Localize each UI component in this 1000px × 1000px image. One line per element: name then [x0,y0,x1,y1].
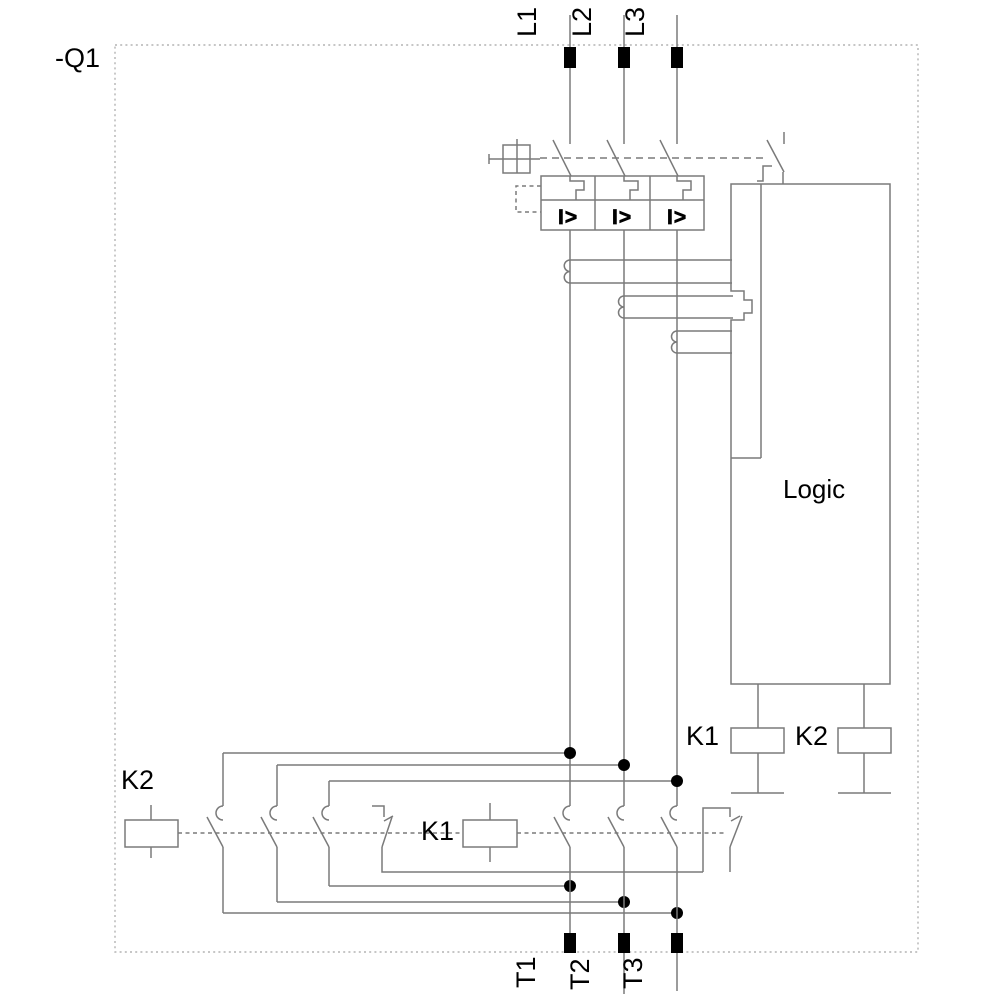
k1-aux-contact [702,807,743,872]
terminal-block-t3 [671,933,683,953]
k1-contactor-label: K1 [421,816,455,846]
k1-main-contact-1 [553,805,571,848]
device-tag-label: -Q1 [55,43,101,73]
phase-lines-middle [569,230,678,806]
arc-chute-icon [269,805,278,821]
load-label-t1: T1 [511,956,541,988]
logic-unit-box [730,183,891,728]
k1-main-contact-2 [607,805,625,848]
terminal-block-t2 [618,933,630,953]
breaker-trip-box [540,175,705,231]
k1-output-coil-label: K1 [686,721,720,751]
k1-mid-coil-box [462,819,518,848]
current-transformer-l3 [670,330,732,354]
k2-main-contact-3 [312,781,330,886]
k2-output-coil [837,727,892,794]
overcurrent-symbol-3: I> [667,206,687,229]
breaker-aux-contact [757,132,785,184]
arc-chute-icon [321,805,330,821]
load-terminal-t1 [564,847,576,953]
reversing-cross-wires [223,752,677,914]
k2-main-contact-2 [260,765,278,902]
thermal-overload-icon [623,176,639,200]
k1-main-branch [462,803,743,872]
k2-aux-contact [372,805,703,873]
overcurrent-symbol-1: I> [558,206,578,229]
logic-label: Logic [783,474,846,504]
load-terminal-t2 [618,847,630,994]
k2-left-coil-box [124,819,179,848]
k2-coil-box [837,727,892,754]
load-label-t2: T2 [565,958,595,990]
supply-label-l2: L2 [567,6,597,37]
breaker-pole-contacts [552,139,679,177]
junction-dot [618,759,630,771]
arc-chute-icon [616,805,625,821]
logic-outline [730,183,891,685]
ct-winding-icon [563,259,571,284]
junction-dot [671,775,683,787]
supply-label-l3: L3 [620,6,650,37]
k1-output-coil [730,727,785,794]
arc-chute-icon [669,805,678,821]
k2-reversing-branch [124,752,727,914]
k2-contactor-label: K2 [121,765,155,795]
terminal-block-l2 [618,47,630,68]
current-transformer-l1 [563,259,732,284]
arc-chute-icon [215,805,224,821]
current-transformer-l2 [617,295,733,319]
supply-terminal-l3 [671,15,683,144]
junction-dot [564,747,576,759]
load-terminal-t3 [671,847,683,991]
supply-label-l1: L1 [512,6,542,37]
supply-terminal-l2 [618,15,630,144]
supply-terminal-l1 [564,15,576,144]
k2-output-coil-label: K2 [795,721,829,751]
thermal-overload-icon [569,176,585,200]
breaker-actuator-icon [488,139,540,174]
overcurrent-symbol-2: I> [612,206,632,229]
k1-main-contact-3 [660,805,678,848]
load-label-t3: T3 [618,957,648,989]
k2-main-contact-1 [206,753,224,913]
breaker-mechanical-linkage [515,157,766,213]
ct-winding-icon [670,330,678,354]
ct-winding-icon [617,295,625,319]
arc-chute-icon [562,805,571,821]
k2-operator-coil [124,805,179,858]
terminal-block-t1 [564,933,576,953]
terminal-block-l3 [671,47,683,68]
thermal-overload-icon [676,176,692,200]
circuit-breaker: I> I> I> [488,132,785,231]
junction-dots [564,747,683,919]
terminal-block-l1 [564,47,576,68]
k1-operator-coil [462,803,518,862]
breaker-overcurrent-symbols: I> I> I> [558,206,687,230]
enclosure-border [114,44,919,953]
k1-coil-box [730,727,785,754]
